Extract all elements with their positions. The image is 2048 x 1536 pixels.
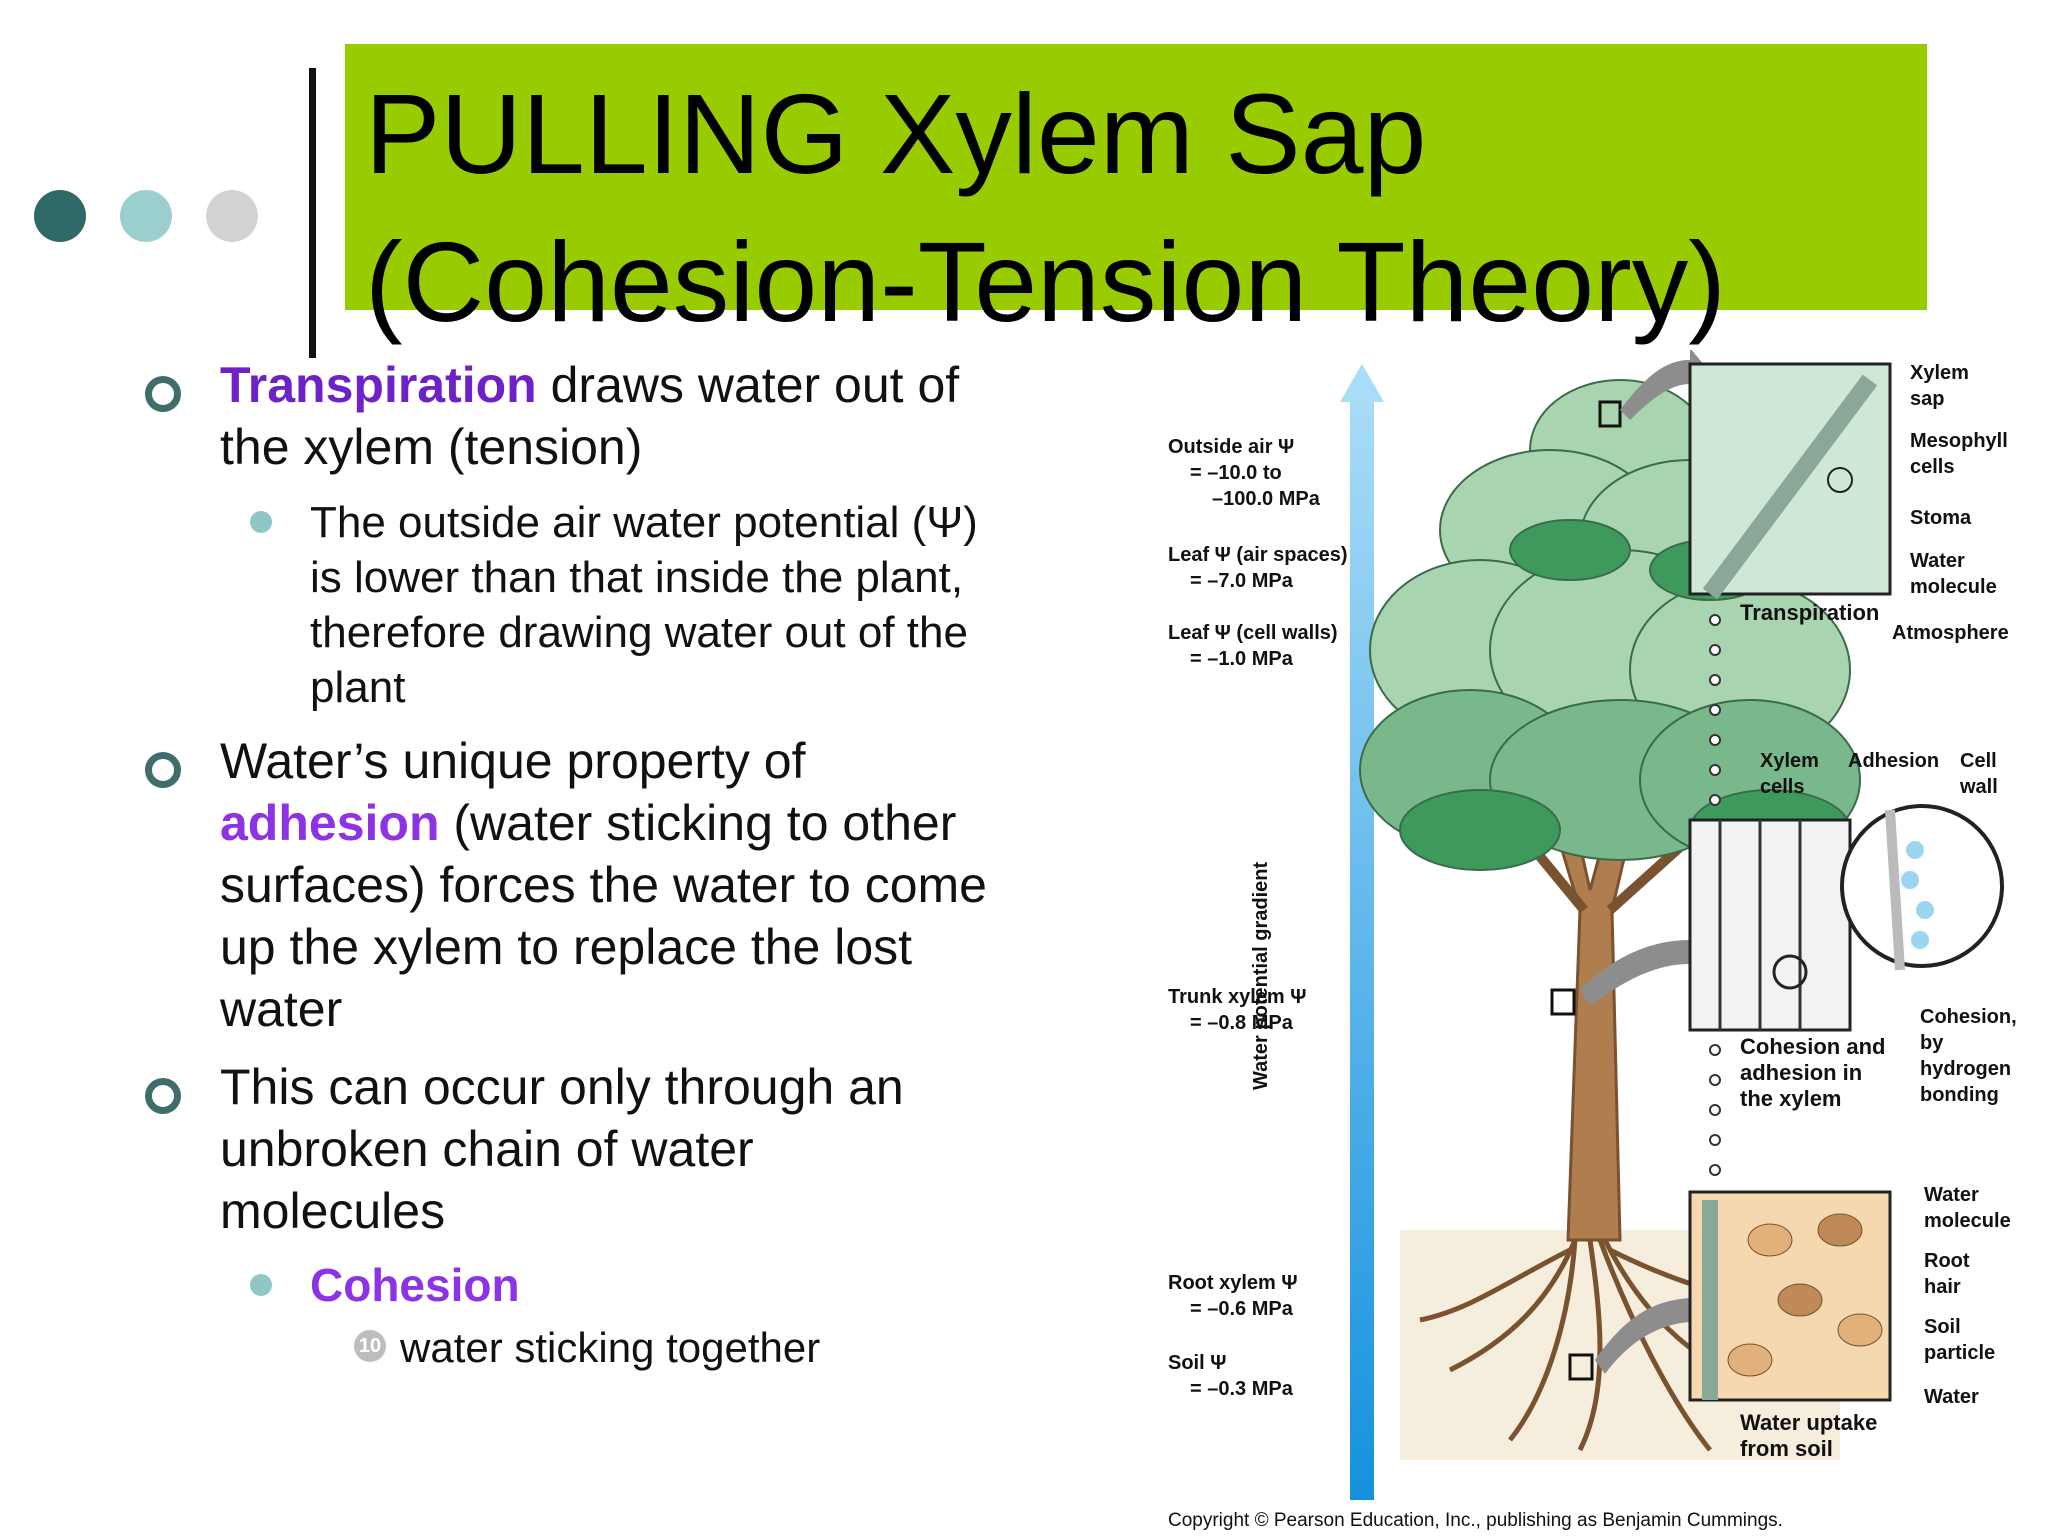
decor-dot-gray — [206, 190, 258, 242]
inset-xylem-panel — [1688, 804, 2004, 1032]
label-root-xylem: Root xylem Ψ = –0.6 MPa — [1168, 1272, 1298, 1320]
numbered-marker-icon: 10 — [354, 1330, 386, 1362]
bullet-unbroken-chain: This can occur only through an unbroken … — [220, 1059, 904, 1239]
bullet-adhesion: Water’s unique property of adhesion (wat… — [220, 733, 987, 1037]
highlight-adhesion: adhesion — [220, 795, 440, 851]
sub-bullet-cohesion: Cohesion — [310, 1259, 520, 1311]
sub-bullet-potential: The outside air water potential (Ψ) is l… — [310, 498, 978, 712]
label-trunk-xylem: Trunk xylem Ψ = –0.8 MPa — [1168, 986, 1307, 1034]
sub-bullet-dot-icon — [250, 511, 272, 533]
label-water-bottom: Water — [1924, 1386, 1979, 1408]
label-xylem-sap: Xylem sap — [1910, 362, 1969, 410]
title-background — [345, 44, 1927, 310]
highlight-transpiration: Transpiration — [220, 357, 537, 413]
water-column-dots — [1709, 614, 1721, 1176]
caption-water-uptake: Water uptake from soil — [1740, 1410, 1878, 1461]
label-atmosphere: Atmosphere — [1892, 622, 2009, 644]
leaf-marker-box — [1598, 400, 1622, 428]
bullet-ring-icon — [145, 752, 181, 788]
root-marker-box — [1568, 1353, 1594, 1381]
bullet-ring-icon — [145, 376, 181, 412]
copyright-notice: Copyright © Pearson Education, Inc., pub… — [1168, 1510, 1783, 1531]
label-adhesion: Adhesion — [1848, 750, 1940, 772]
trunk-marker-box — [1550, 988, 1576, 1016]
label-soil-particle: Soil particle — [1924, 1316, 1996, 1364]
title-divider — [309, 68, 316, 358]
bullet-ring-icon — [145, 1078, 181, 1114]
label-water-potential-gradient: Water potential gradient — [1250, 861, 1272, 1090]
inset-root-panel — [1688, 1190, 1892, 1402]
label-stoma: Stoma — [1910, 507, 1972, 529]
slide-title: PULLING Xylem Sap (Cohesion-Tension Theo… — [365, 60, 1726, 356]
inset-leaf-panel — [1688, 362, 1892, 600]
label-mesophyll: Mesophyll cells — [1910, 430, 2008, 478]
decor-dot-teal — [120, 190, 172, 242]
label-xylem-cells: Xylem cells — [1760, 750, 1819, 798]
sub-sub-bullet-water-sticking: water sticking together — [400, 1324, 821, 1371]
title-line-2: (Cohesion-Tension Theory) — [365, 219, 1726, 345]
water-potential-gradient-arrow — [1340, 364, 1384, 1500]
sub-bullet-dot-icon — [250, 1274, 272, 1296]
label-leaf-air-spaces: Leaf Ψ (air spaces) = –7.0 MPa — [1168, 544, 1348, 592]
label-leaf-cell-walls: Leaf Ψ (cell walls) = –1.0 MPa — [1168, 622, 1338, 670]
bullet-transpiration: Transpiration draws water out of the xyl… — [220, 357, 960, 475]
label-outside-air: Outside air Ψ = –10.0 to –100.0 MPa — [1168, 436, 1320, 510]
bullet-list: Transpiration draws water out of the xyl… — [0, 0, 1120, 1400]
label-cell-wall: Cell wall — [1960, 750, 1998, 798]
caption-cohesion-adhesion: Cohesion and adhesion in the xylem — [1740, 1034, 1886, 1111]
label-cohesion-hydrogen: Cohesion, by hydrogen bonding — [1920, 1006, 2017, 1106]
label-water-molecule-top: Water molecule — [1910, 550, 1997, 598]
label-soil: Soil Ψ = –0.3 MPa — [1168, 1352, 1293, 1400]
title-line-1: PULLING Xylem Sap — [365, 71, 1427, 197]
label-root-hair: Root hair — [1924, 1250, 1970, 1298]
zoom-arrows — [1580, 350, 1712, 1374]
decor-dot-dark — [34, 190, 86, 242]
label-water-molecule-bottom: Water molecule — [1924, 1184, 2011, 1232]
cohesion-tension-figure — [1340, 350, 2004, 1500]
label-transpiration: Transpiration — [1740, 600, 1880, 625]
